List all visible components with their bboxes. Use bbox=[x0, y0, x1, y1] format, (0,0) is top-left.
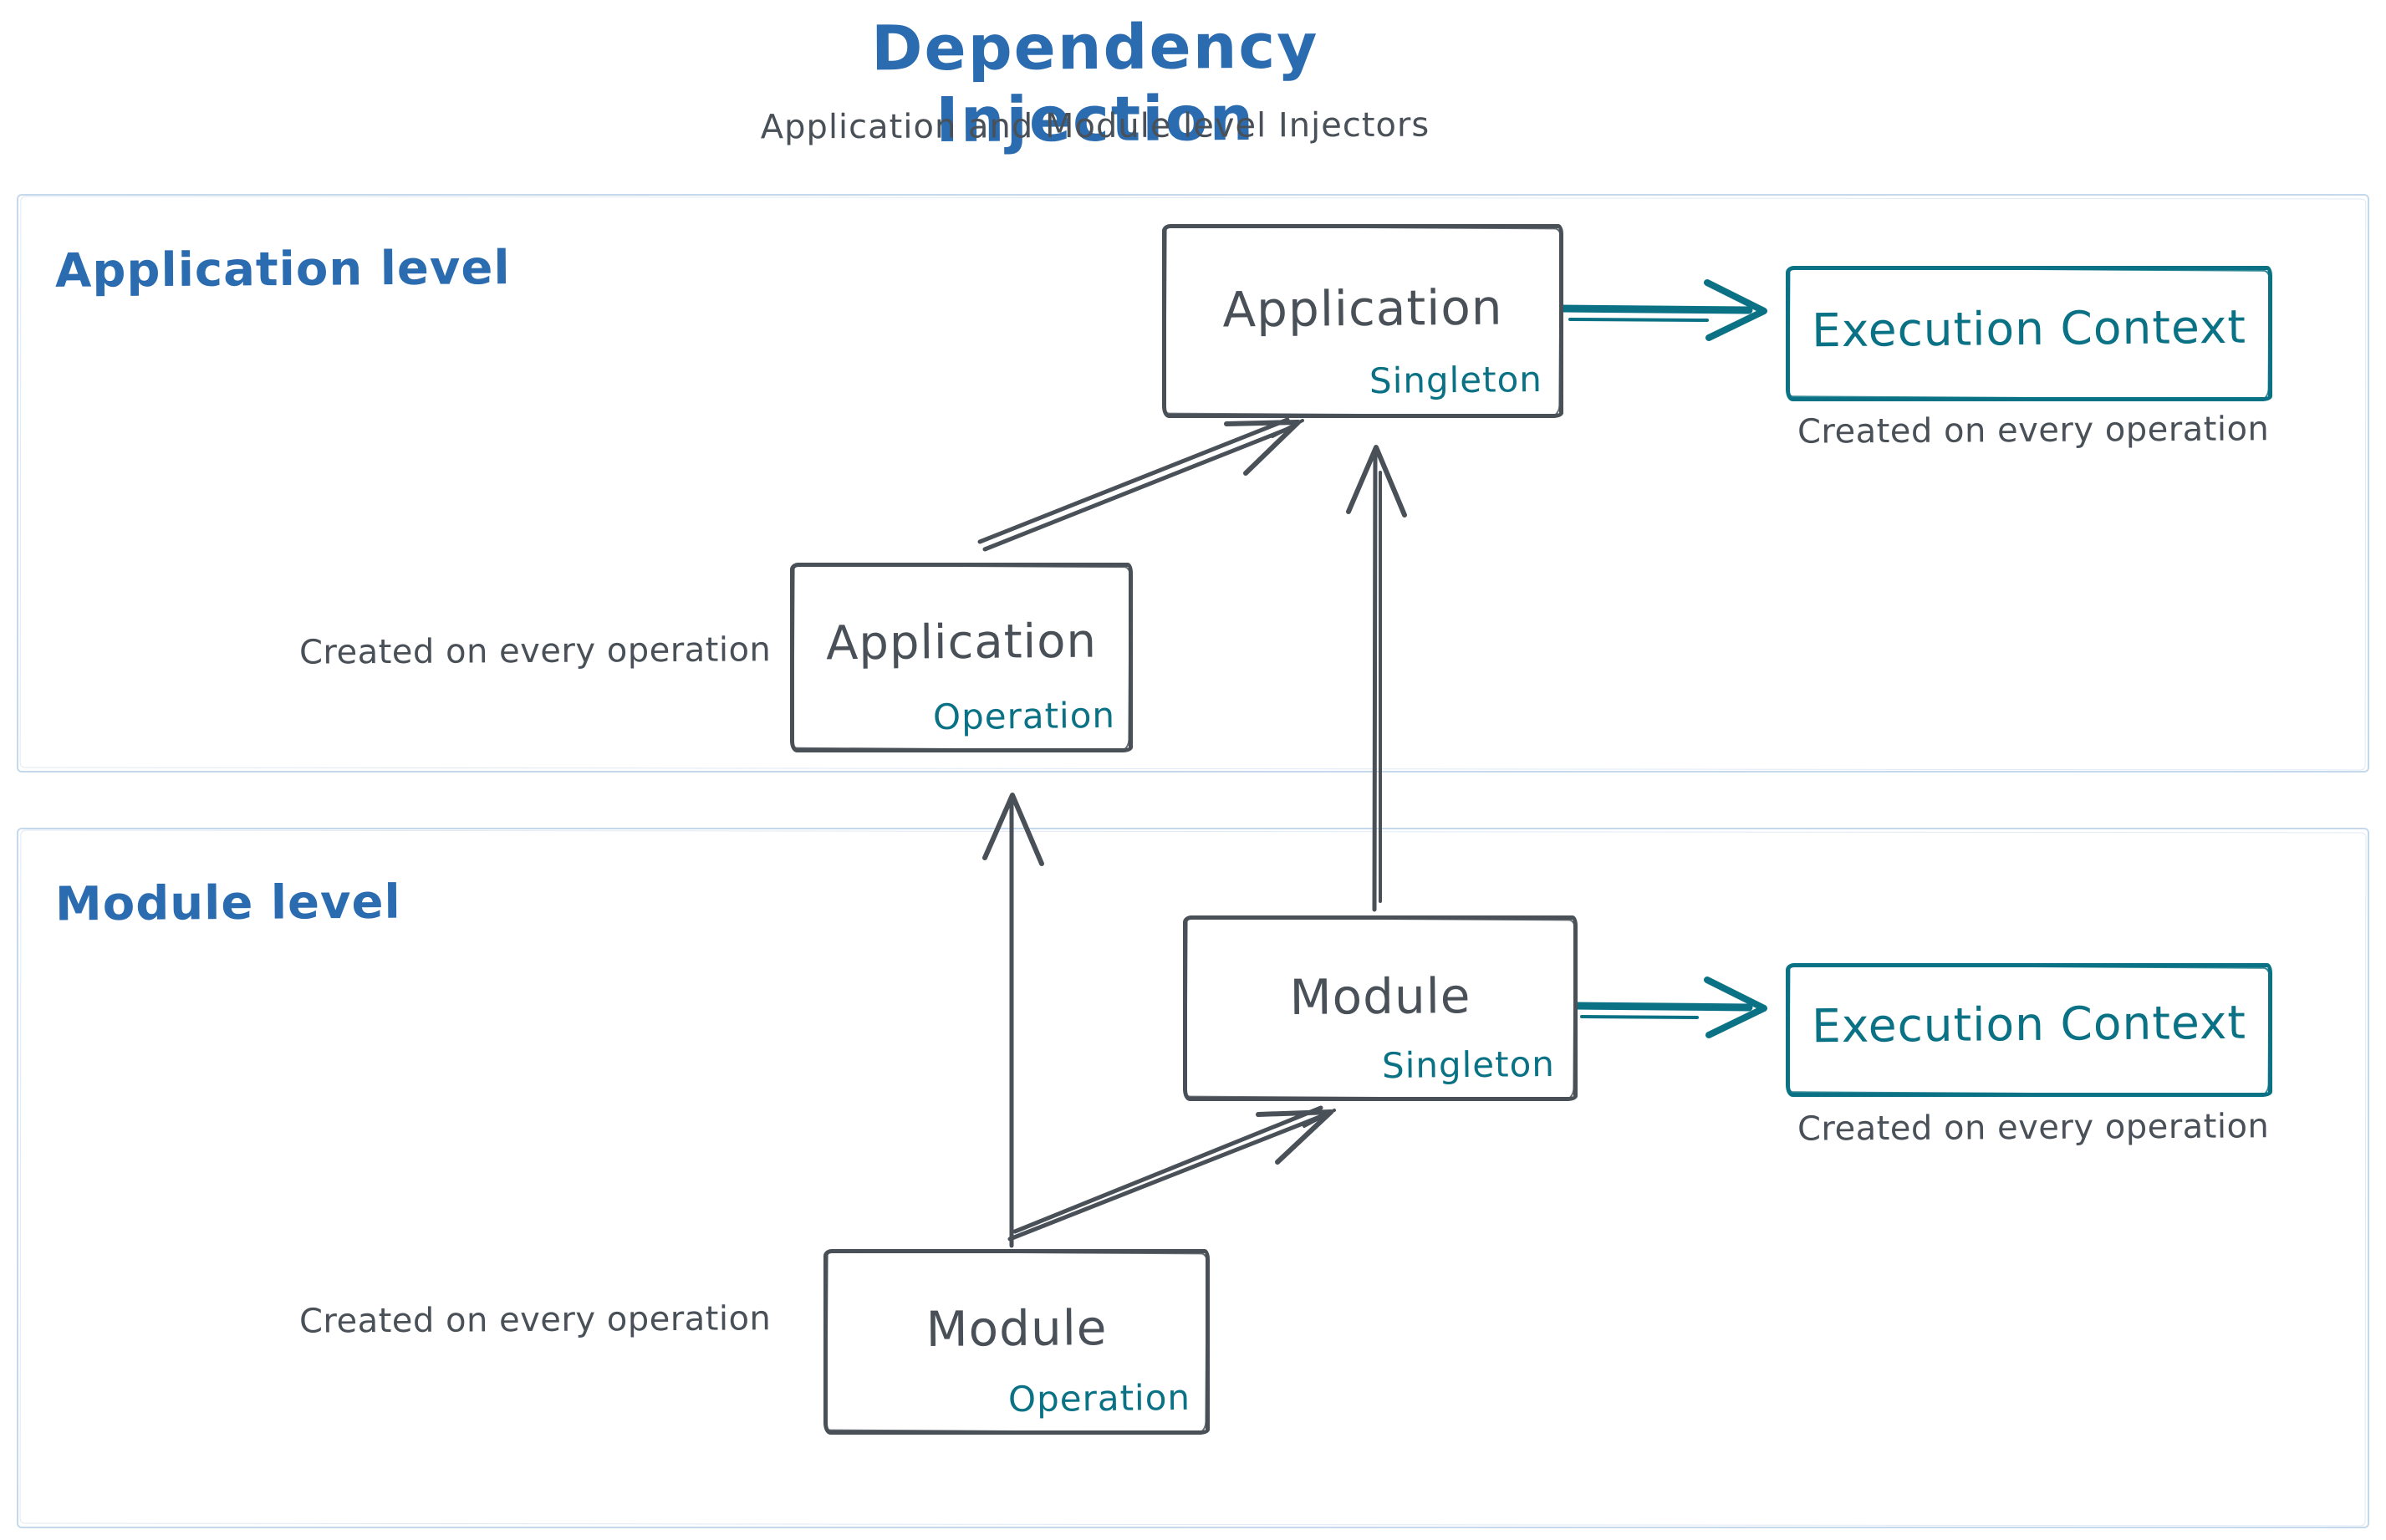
page-subtitle: Application and Module level Injectors bbox=[760, 105, 1430, 147]
section-application-label: Application level bbox=[54, 241, 511, 298]
caption-module-operation: Created on every operation bbox=[298, 1299, 772, 1341]
section-module-level: Module level bbox=[17, 828, 2369, 1528]
node-application-singleton-title: Application bbox=[1222, 278, 1503, 339]
caption-application-operation: Created on every operation bbox=[298, 630, 772, 672]
section-application-level: Application level bbox=[17, 194, 2369, 773]
node-module-operation: Module Operation bbox=[823, 1249, 1210, 1435]
node-execution-context-module: Execution Context bbox=[1786, 963, 2272, 1097]
section-module-label: Module level bbox=[54, 875, 401, 932]
node-module-operation-title: Module bbox=[925, 1299, 1108, 1358]
node-execution-context-module-title: Execution Context bbox=[1811, 995, 2247, 1053]
node-module-singleton-title: Module bbox=[1289, 967, 1471, 1026]
caption-execution-context-module: Created on every operation bbox=[1797, 1107, 2270, 1149]
node-application-singleton-badge: Singleton bbox=[1369, 358, 1543, 402]
node-application-operation-badge: Operation bbox=[932, 694, 1116, 738]
node-application-singleton: Application Singleton bbox=[1162, 224, 1563, 418]
node-application-operation: Application Operation bbox=[790, 563, 1133, 752]
node-module-operation-badge: Operation bbox=[1007, 1376, 1191, 1420]
node-execution-context-application: Execution Context bbox=[1786, 266, 2272, 401]
node-application-operation-title: Application bbox=[825, 614, 1098, 671]
node-execution-context-application-title: Execution Context bbox=[1811, 299, 2247, 358]
node-module-singleton-badge: Singleton bbox=[1381, 1043, 1556, 1087]
caption-execution-context-application: Created on every operation bbox=[1797, 410, 2270, 451]
node-module-singleton: Module Singleton bbox=[1183, 915, 1578, 1101]
